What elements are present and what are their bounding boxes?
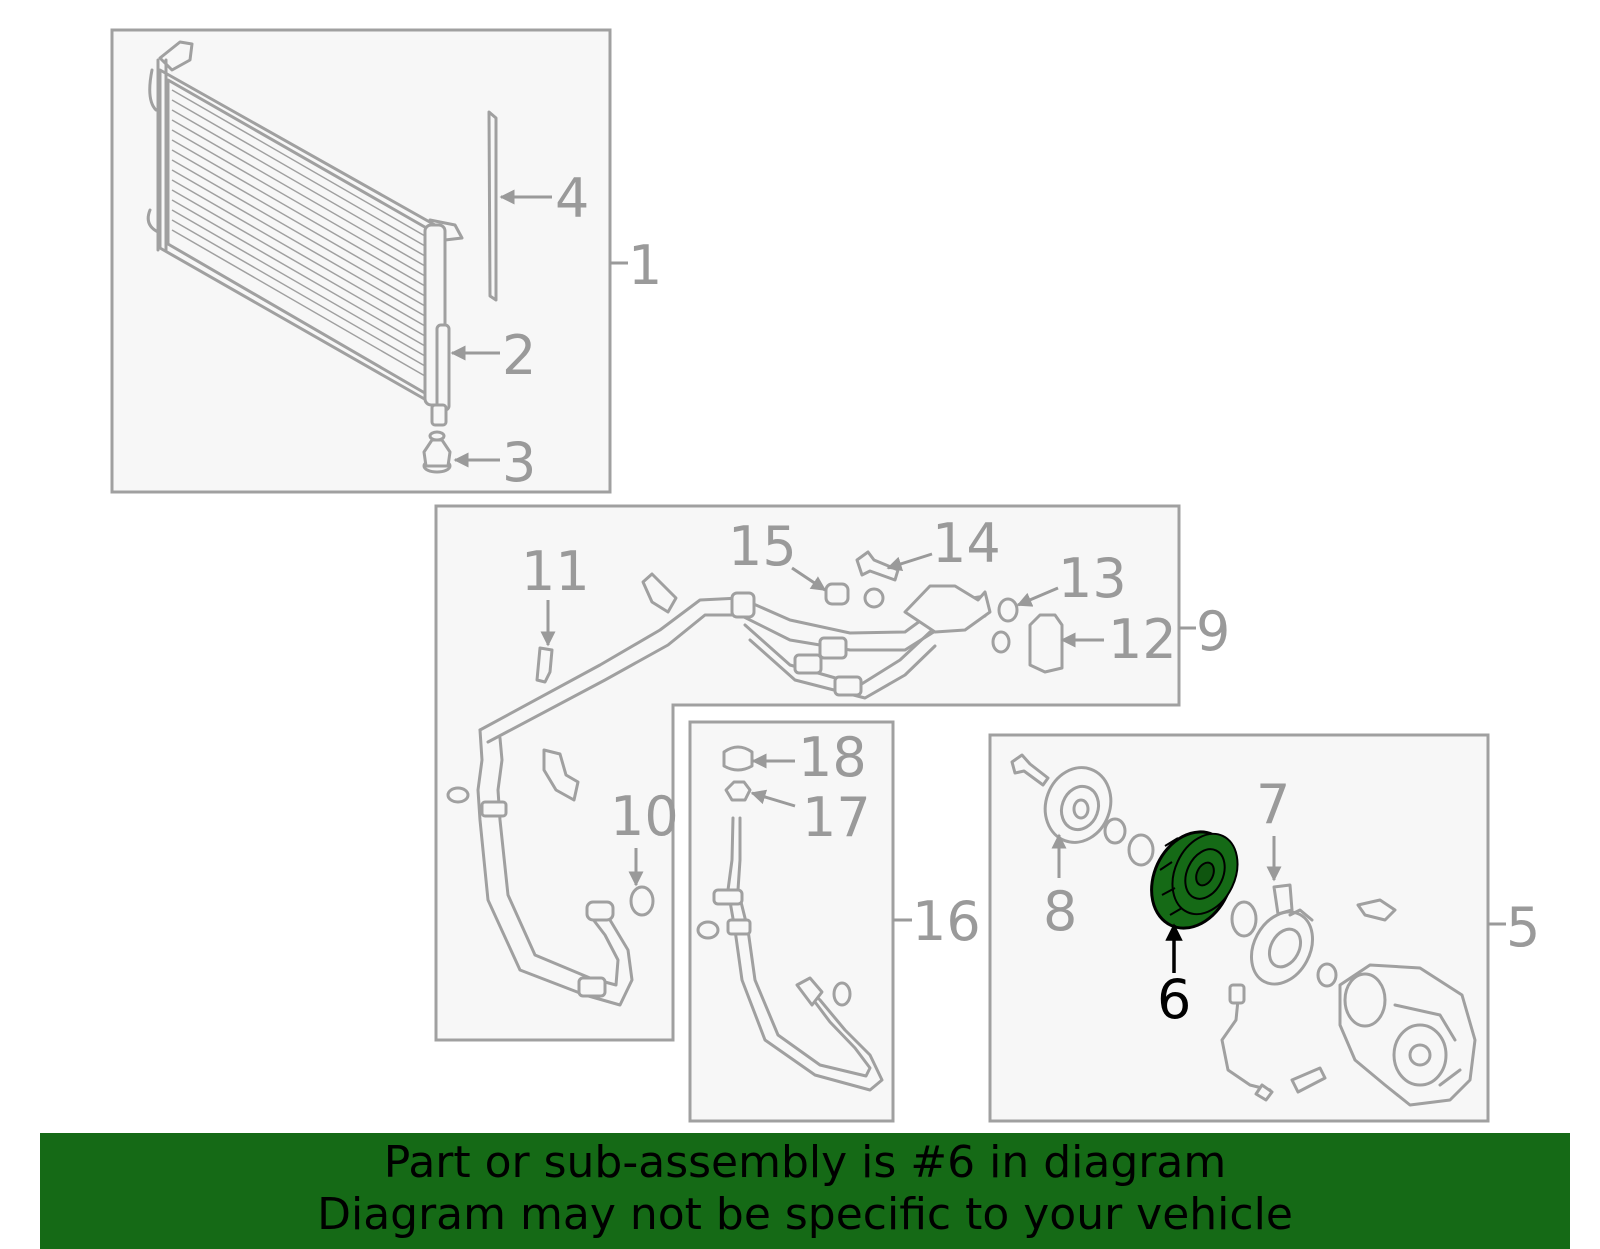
callout-5: 5 [1506,896,1540,959]
compressor-body [1338,963,1477,1107]
part-bracket-b [542,748,580,802]
part-10-oring [629,885,655,917]
callout-9: 9 [1196,600,1230,663]
part-15-spacer [824,582,850,606]
callout-1: 1 [628,234,662,297]
part-sensor-wire [1220,998,1272,1092]
callout-8: 8 [1043,880,1077,943]
part-oring-d [696,920,720,940]
callout-3: 3 [502,431,536,494]
callout-7: 7 [1256,773,1290,836]
banner-line-1: Part or sub-assembly is #6 in diagram [383,1137,1227,1188]
part-13-oring-a [997,597,1019,623]
callout-13: 13 [1058,547,1127,610]
info-banner: Part or sub-assembly is #6 in diagram Di… [40,1133,1570,1249]
part-sensor [1290,1066,1327,1094]
part-11-pressure-switch [535,646,554,684]
part-oring-c [446,786,470,804]
callout-18: 18 [798,726,867,789]
part-18-cap [722,745,754,772]
part-oring-f [1316,962,1338,988]
suction-hose [476,591,987,1007]
part-7-connector [1272,883,1294,916]
callout-11: 11 [521,540,590,603]
part-6-pulley-highlighted [1150,830,1239,930]
condenser-group: 4 2 3 1 [110,28,662,494]
part-snap-ring [1230,900,1258,938]
part-17-valve-core [724,780,752,802]
suction-line-group: 11 15 14 13 12 9 10 [434,504,1230,1042]
part-3-mount [422,430,452,474]
part-4-seal-strip [487,110,498,302]
callout-16: 16 [912,890,981,953]
callout-12: 12 [1108,608,1177,671]
condenser-core [146,40,464,427]
part-8-clutch-plate [1043,766,1113,844]
callout-14: 14 [932,512,1001,575]
callout-15: 15 [728,515,797,578]
callout-2: 2 [502,324,536,387]
part-14-bolt [855,550,900,582]
banner-line-2: Diagram may not be specific to your vehi… [317,1189,1293,1240]
part-13-oring-b [991,630,1011,654]
part-shim-b [1127,833,1155,867]
callout-10: 10 [610,785,679,848]
discharge-hose-group: 18 17 16 [688,720,981,1123]
part-12-valve [1028,613,1064,674]
part-oring-e [832,981,852,1007]
part-block-fitting [903,584,992,634]
part-field-coil [1250,908,1314,986]
part-shim-a [1103,817,1127,845]
part-nut [863,587,885,609]
callout-6-highlighted: 6 [1157,968,1191,1031]
part-bracket-a [641,572,678,614]
part-bracket-c [1356,898,1397,922]
compressor-group: 8 7 5 6 [988,733,1540,1123]
callout-17: 17 [802,786,871,849]
callout-4: 4 [555,167,589,230]
part-bolt [1010,753,1050,787]
